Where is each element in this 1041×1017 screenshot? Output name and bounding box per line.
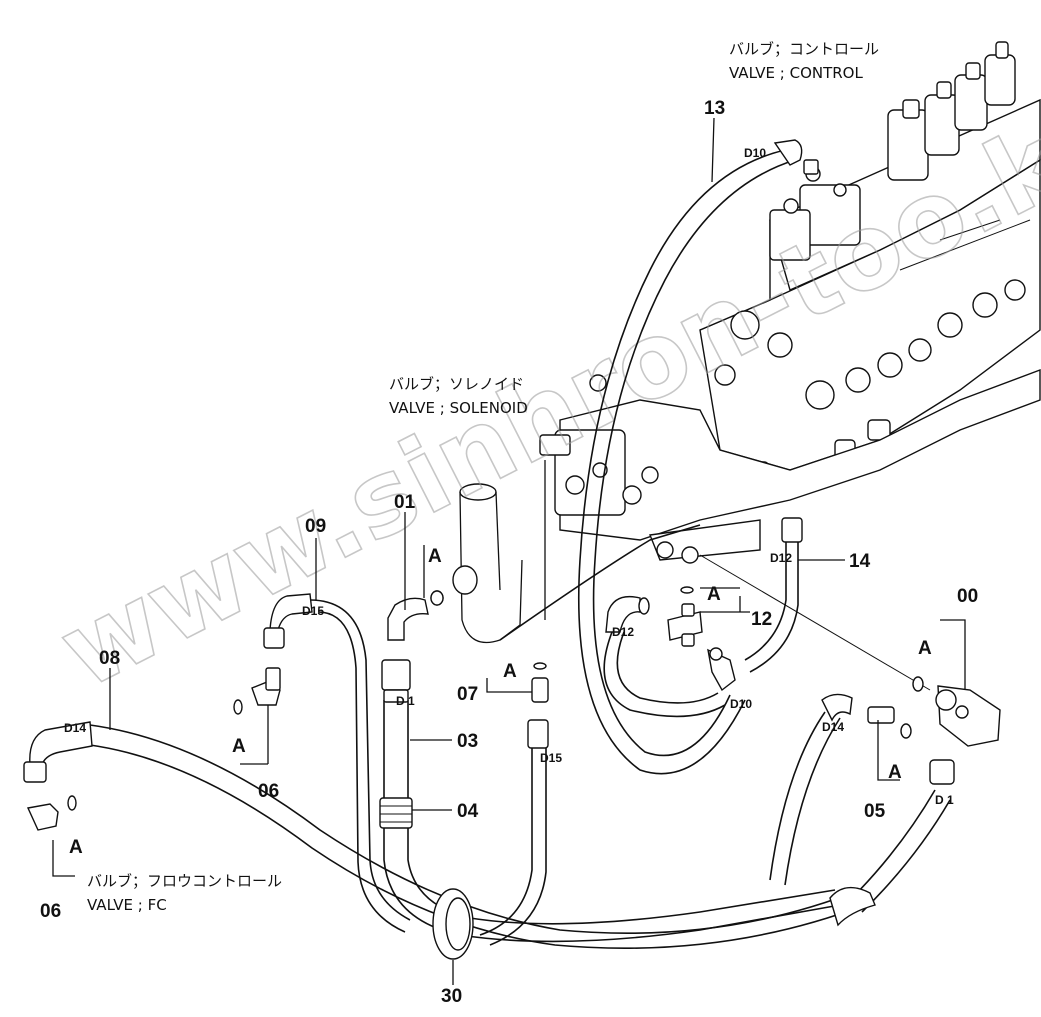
fc-valve-caption-en: VALVE ; FC <box>87 896 167 914</box>
fitting-size-d1-left: D 1 <box>396 694 415 708</box>
control-valve-drawing <box>672 41 1041 524</box>
control-valve-caption-jp: バルブ；コントロール <box>729 40 879 58</box>
fitting-size-d12-top: D12 <box>770 551 792 565</box>
fitting-size-d15-mid: D15 <box>540 751 562 765</box>
part-number-08: 08 <box>99 648 120 669</box>
fitting-size-d14-left: D14 <box>64 721 86 735</box>
part-number-03: 03 <box>457 731 478 752</box>
callout-a-05: A <box>888 762 902 783</box>
fc-valve-caption-jp: バルブ；フロウコントロール <box>87 872 282 890</box>
part-number-00: 00 <box>957 586 978 607</box>
part-number-04: 04 <box>457 801 479 822</box>
control-valve-caption-en: VALVE ; CONTROL <box>729 64 863 82</box>
callout-a-12: A <box>707 584 721 605</box>
fitting-size-d10-lower: D10 <box>730 697 752 711</box>
callout-a-07: A <box>503 661 517 682</box>
callout-a-06-mid: A <box>232 736 246 757</box>
part-number-12: 12 <box>751 609 772 630</box>
callout-a-01: A <box>428 546 442 567</box>
fitting-size-d10-top: D10 <box>744 146 766 160</box>
part-number-05: 05 <box>864 801 886 822</box>
part-number-14: 14 <box>849 551 871 572</box>
part-number-13: 13 <box>704 98 725 119</box>
part-number-30: 30 <box>441 986 462 1007</box>
part-number-06-left: 06 <box>40 901 61 922</box>
fitting-size-d1-right: D 1 <box>935 793 954 807</box>
fitting-size-d15-top: D15 <box>302 604 324 618</box>
part-number-01: 01 <box>394 492 416 513</box>
fitting-size-d14-right: D14 <box>822 720 844 734</box>
callout-a-06-left: A <box>69 837 83 858</box>
fitting-size-d12-left: D12 <box>612 625 634 639</box>
leader-lines <box>52 117 966 985</box>
callout-a-00: A <box>918 638 932 659</box>
part-number-07: 07 <box>457 684 478 705</box>
solenoid-valve-caption-en: VALVE ; SOLENOID <box>389 399 528 417</box>
fittings <box>23 139 1001 960</box>
part-number-09: 09 <box>305 516 326 537</box>
solenoid-valve-caption-jp: バルブ；ソレノイド <box>389 375 524 393</box>
part-number-06-mid: 06 <box>258 781 279 802</box>
